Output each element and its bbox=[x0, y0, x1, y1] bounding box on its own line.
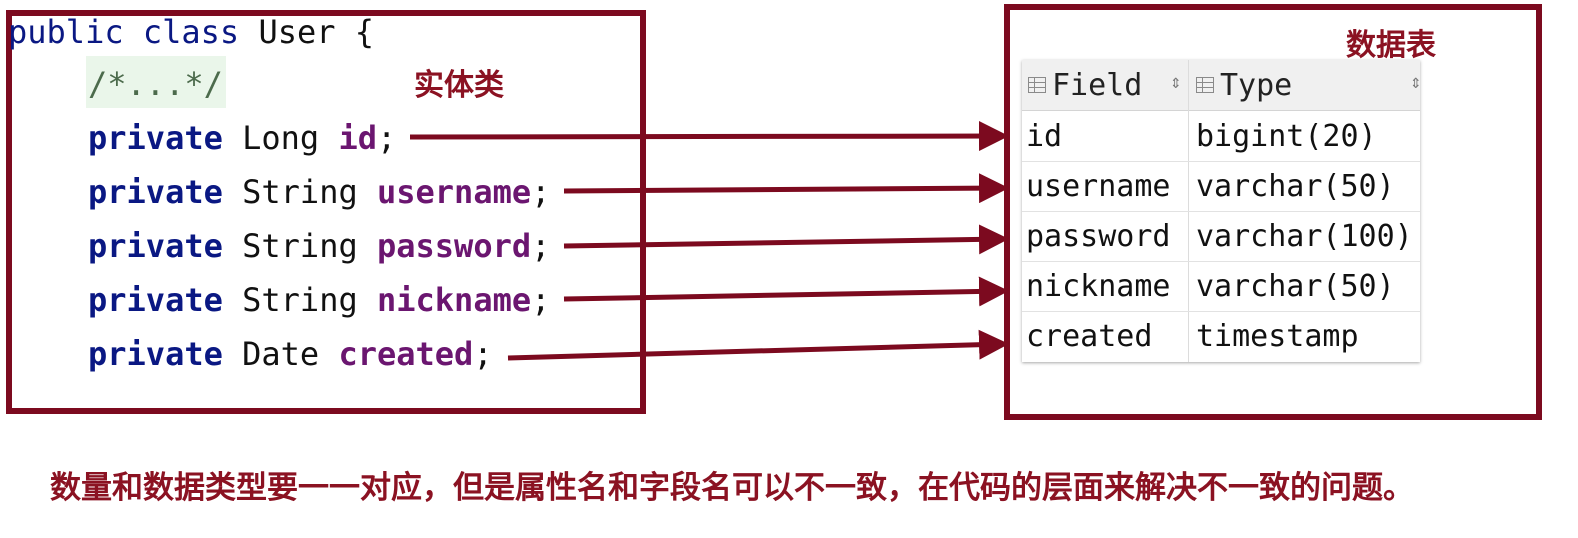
code-comment: /*...*/ bbox=[88, 65, 223, 103]
comment-line: /*...*/ bbox=[88, 64, 223, 104]
field-line-username: private String username; bbox=[88, 172, 550, 212]
cell-field: id bbox=[1026, 118, 1063, 154]
data-table-box bbox=[1004, 4, 1542, 420]
table-label: 数据表 bbox=[1346, 28, 1436, 63]
field-name: created bbox=[338, 335, 474, 373]
semicolon: ; bbox=[531, 281, 551, 319]
table-row[interactable]: created timestamp bbox=[1022, 311, 1420, 361]
modifier: private bbox=[88, 335, 223, 373]
table-row[interactable]: nickname varchar(50) bbox=[1022, 261, 1420, 312]
column-icon bbox=[1028, 77, 1046, 93]
field-line-nickname: private String nickname; bbox=[88, 280, 550, 320]
field-type: String bbox=[242, 173, 358, 211]
field-type: String bbox=[242, 227, 358, 265]
cell-field: username bbox=[1026, 168, 1171, 204]
table-header-row: Field ⇕ Type ⇕ bbox=[1022, 60, 1422, 111]
column-icon bbox=[1196, 77, 1214, 93]
caption-text: 数量和数据类型要一一对应，但是属性名和字段名可以不一致，在代码的层面来解决不一致… bbox=[50, 470, 1414, 506]
db-table: Field ⇕ Type ⇕ id bigint(20) username va… bbox=[1022, 60, 1422, 362]
field-name: id bbox=[338, 119, 377, 157]
column-header-label: Field bbox=[1052, 67, 1143, 103]
keyword-class: class bbox=[142, 13, 240, 51]
entity-label: 实体类 bbox=[414, 68, 504, 103]
cell-field: nickname bbox=[1026, 268, 1171, 304]
semicolon: ; bbox=[531, 173, 551, 211]
semicolon: ; bbox=[376, 119, 397, 157]
cell-field: password bbox=[1026, 218, 1171, 254]
sort-icon[interactable]: ⇕ bbox=[1410, 76, 1422, 92]
field-type: Long bbox=[242, 119, 320, 157]
open-brace: { bbox=[354, 13, 375, 51]
semicolon: ; bbox=[531, 227, 551, 265]
modifier: private bbox=[88, 173, 223, 211]
comment-highlight bbox=[86, 56, 226, 108]
arrow-id bbox=[409, 121, 1009, 152]
field-line-id: private Long id; bbox=[88, 118, 396, 158]
cell-type: varchar(50) bbox=[1196, 168, 1395, 204]
field-name: nickname bbox=[376, 281, 532, 319]
arrow-nickname bbox=[563, 276, 1009, 307]
semicolon: ; bbox=[473, 335, 493, 373]
column-header-type[interactable]: Type bbox=[1192, 60, 1292, 110]
table-row[interactable]: id bigint(20) bbox=[1022, 111, 1420, 162]
field-type: Date bbox=[242, 335, 320, 373]
field-line-created: private Date created; bbox=[88, 334, 493, 374]
cell-type: timestamp bbox=[1196, 318, 1359, 354]
table-row[interactable]: username varchar(50) bbox=[1022, 161, 1420, 212]
entity-class-box bbox=[6, 10, 646, 414]
class-name: User bbox=[258, 13, 336, 51]
cell-type: varchar(100) bbox=[1196, 218, 1413, 254]
arrow-password bbox=[563, 224, 1009, 255]
table-row[interactable]: password varchar(100) bbox=[1022, 211, 1420, 262]
modifier: private bbox=[88, 281, 223, 319]
field-type: String bbox=[242, 281, 358, 319]
field-line-password: private String password; bbox=[88, 226, 550, 266]
cell-type: varchar(50) bbox=[1196, 268, 1395, 304]
modifier: private bbox=[88, 227, 223, 265]
arrow-username bbox=[563, 173, 1009, 204]
keyword-public: public bbox=[8, 13, 124, 51]
arrow-created bbox=[507, 329, 1009, 361]
cell-type: bigint(20) bbox=[1196, 118, 1377, 154]
column-header-field[interactable]: Field bbox=[1024, 60, 1142, 110]
column-header-label: Type bbox=[1220, 67, 1293, 103]
field-name: password bbox=[376, 227, 532, 265]
cell-field: created bbox=[1026, 318, 1153, 354]
sort-icon[interactable]: ⇕ bbox=[1170, 76, 1182, 92]
modifier: private bbox=[88, 119, 223, 157]
class-declaration: public class User { bbox=[8, 12, 374, 52]
field-name: username bbox=[376, 173, 532, 211]
